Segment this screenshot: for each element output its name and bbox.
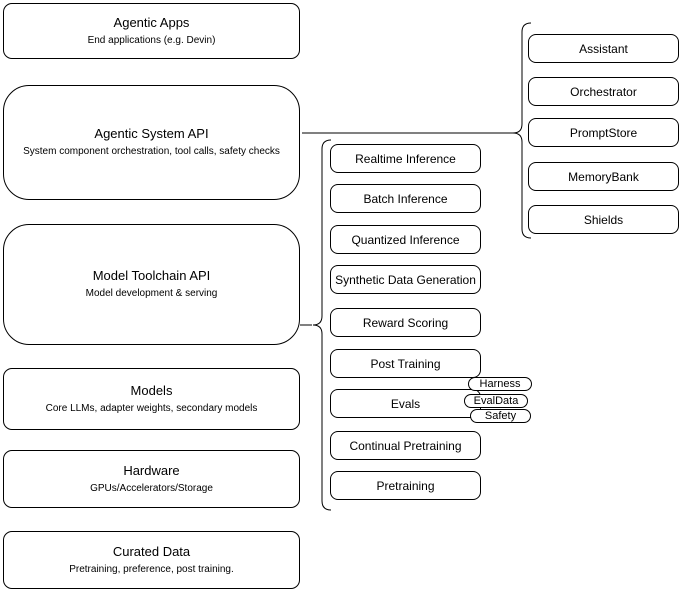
node-title: Model Toolchain API — [92, 268, 211, 284]
node-model-toolchain-api: Model Toolchain API Model development & … — [3, 224, 300, 345]
toolchain-item-synthetic-data-generation: Synthetic Data Generation — [330, 265, 481, 294]
node-hardware: Hardware GPUs/Accelerators/Storage — [3, 450, 300, 508]
node-title: Hardware — [123, 462, 180, 478]
node-subtitle: System component orchestration, tool cal… — [23, 146, 280, 158]
toolchain-item-post-training: Post Training — [330, 349, 481, 378]
component-orchestrator: Orchestrator — [528, 77, 679, 106]
node-title: Curated Data — [112, 543, 191, 559]
node-subtitle: End applications (e.g. Devin) — [87, 34, 216, 46]
component-memorybank: MemoryBank — [528, 162, 679, 191]
toolchain-item-batch-inference: Batch Inference — [330, 184, 481, 213]
component-promptstore: PromptStore — [528, 118, 679, 147]
toolchain-brace — [312, 139, 332, 511]
toolchain-item-pretraining: Pretraining — [330, 471, 481, 500]
node-agentic-system-api: Agentic System API System component orch… — [3, 85, 300, 200]
evals-tag-harness: Harness — [468, 377, 532, 391]
component-assistant: Assistant — [528, 34, 679, 63]
toolchain-item-continual-pretraining: Continual Pretraining — [330, 431, 481, 460]
node-subtitle: GPUs/Accelerators/Storage — [90, 482, 213, 494]
component-shields: Shields — [528, 205, 679, 234]
node-models: Models Core LLMs, adapter weights, secon… — [3, 368, 300, 430]
toolchain-item-quantized-inference: Quantized Inference — [330, 225, 481, 254]
node-subtitle: Model development & serving — [85, 288, 218, 300]
node-title: Agentic Apps — [113, 14, 190, 30]
toolchain-item-reward-scoring: Reward Scoring — [330, 308, 481, 337]
evals-tag-evaldata: EvalData — [464, 394, 528, 408]
system-components-brace — [512, 22, 532, 239]
node-agentic-apps: Agentic Apps End applications (e.g. Devi… — [3, 3, 300, 59]
toolchain-item-realtime-inference: Realtime Inference — [330, 144, 481, 173]
node-title: Agentic System API — [94, 126, 209, 142]
toolchain-item-evals: Evals — [330, 389, 481, 418]
node-title: Models — [130, 382, 173, 398]
node-curated-data: Curated Data Pretraining, preference, po… — [3, 531, 300, 589]
evals-tag-safety: Safety — [470, 409, 531, 423]
node-subtitle: Pretraining, preference, post training. — [69, 563, 234, 575]
node-subtitle: Core LLMs, adapter weights, secondary mo… — [45, 402, 258, 414]
